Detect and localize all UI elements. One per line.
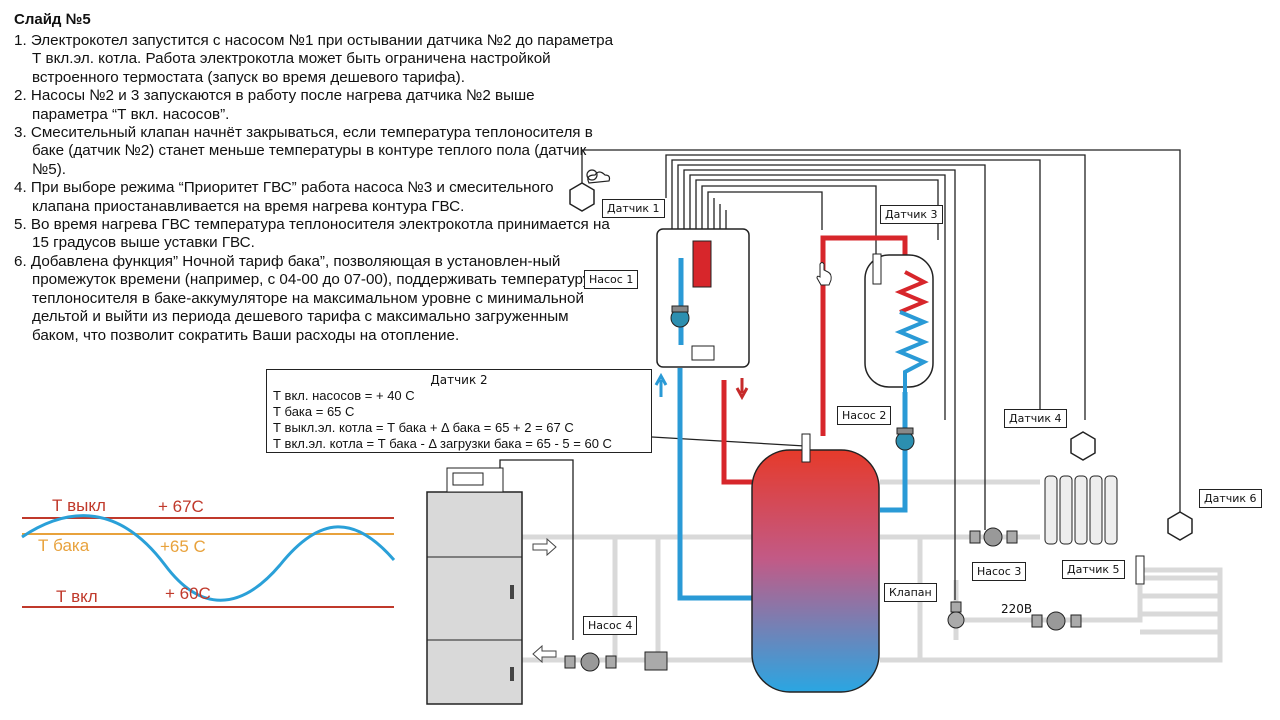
sensor-6-label: Датчик 6 — [1199, 489, 1262, 508]
pump-2 — [895, 427, 915, 451]
arrow-right-icon — [532, 537, 557, 557]
sensor-2-probe — [801, 433, 811, 463]
solid-fuel-boiler — [426, 467, 523, 705]
sensor-2-title: Датчик 2 — [430, 373, 488, 387]
temperature-wave — [21, 514, 396, 608]
t-on-value: + 60С — [165, 584, 211, 603]
pump-3-label: Насос 3 — [972, 562, 1027, 581]
pump-1 — [670, 305, 690, 328]
sensor-2-line: Т бака = 65 С — [273, 404, 355, 419]
slide-title: Слайд №5 — [14, 11, 91, 28]
voltage-label: 220В — [1001, 602, 1033, 616]
t-on-label: Т вкл — [56, 587, 98, 606]
sensor-1-label: Датчик 1 — [602, 199, 665, 218]
step-3: 3. Смесительный клапан начнёт закрыватьс… — [14, 124, 593, 178]
sensor-1-hex — [569, 182, 595, 212]
sensor-5-label: Датчик 5 — [1062, 560, 1125, 579]
storage-tank — [751, 449, 880, 693]
sensor-3-label: Датчик 3 — [880, 205, 943, 224]
sensor-2-line: Т вкл.эл. котла = Т бака - Δ загрузки ба… — [273, 436, 612, 451]
sensor-2-info-box: Датчик 2 Т вкл. насосов = + 40 С Т бака … — [266, 369, 652, 453]
valve-left — [644, 651, 668, 671]
step-4: 4. При выборе режима “Приоритет ГВС” раб… — [14, 179, 554, 215]
steps-list: 1. Электрокотел запустится с насосом №1 … — [14, 32, 614, 345]
sensor-2-line: Т выкл.эл. котла = Т бака + Δ бака = 65 … — [273, 420, 574, 435]
pump-4 — [564, 652, 617, 672]
sensor-2-line: Т вкл. насосов = + 40 С — [273, 388, 415, 403]
t-tank-label: Т бака — [38, 536, 90, 555]
floor-pump — [1031, 611, 1082, 631]
pump-4-label: Насос 4 — [583, 616, 638, 635]
t-tank-value: +65 С — [160, 537, 206, 556]
t-off-label: Т выкл — [52, 496, 106, 515]
sensor-6-hex — [1167, 511, 1193, 541]
electric-boiler — [656, 228, 750, 368]
hand-cursor-icon — [816, 262, 832, 286]
dhw-boiler — [864, 253, 934, 392]
sensor-5-probe — [1135, 555, 1145, 585]
arrow-left-icon — [532, 644, 557, 664]
sensor-4-hex — [1070, 431, 1096, 461]
pump-3 — [969, 527, 1018, 547]
sensor-4-label: Датчик 4 — [1004, 409, 1067, 428]
sun-cloud-icon — [586, 169, 611, 184]
arrow-down-icon — [735, 378, 749, 401]
mixing-valve — [947, 601, 965, 629]
step-1: 1. Электрокотел запустится с насосом №1 … — [14, 32, 614, 86]
control-wires — [499, 149, 1181, 640]
arrow-up-icon — [654, 372, 668, 397]
valve-label: Клапан — [884, 583, 937, 602]
radiator — [1044, 475, 1118, 545]
step-6: 6. Добавлена функция” Ночной тариф бака”… — [14, 252, 591, 344]
t-off-value: + 67С — [158, 497, 204, 516]
step-5: 5. Во время нагрева ГВС температура тепл… — [14, 216, 610, 252]
gray-pipes — [522, 479, 1223, 663]
pump-1-label: Насос 1 — [584, 270, 639, 289]
pump-2-label: Насос 2 — [837, 406, 892, 425]
step-2: 2. Насосы №2 и 3 запускаются в работу по… — [14, 87, 535, 123]
